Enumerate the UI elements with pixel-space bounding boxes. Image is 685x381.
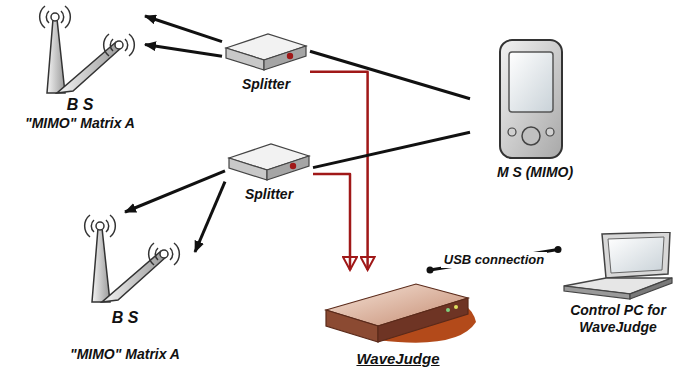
base-station-icon [60,212,190,307]
monitor-arrow [310,72,368,270]
connector-dot [427,267,434,274]
connector-dot [555,246,562,253]
cable-line [310,51,470,99]
splitter-icon [225,142,313,184]
cable-line [145,45,222,57]
control-pc-icon [558,232,678,300]
cable-line [145,16,222,42]
connection-label: USB connection [441,252,547,268]
device-label: "MIMO" Matrix A [55,346,195,363]
cable-line [195,182,225,252]
splitter: Splitter [222,32,310,96]
base-station-icon [15,3,145,98]
control-pc: Control PC for WaveJudge [558,232,678,342]
splitter-icon [222,32,310,74]
cable-line [125,171,225,212]
monitor-arrow [313,174,350,270]
base-station: B S"MIMO" Matrix A [15,3,145,133]
mobile-station-icon [470,38,600,160]
cable-line [430,250,558,270]
device-label: WaveJudge [318,350,478,368]
device-label: Splitter [222,76,310,93]
cable-line [313,132,470,167]
device-label: "MIMO" Matrix A [15,115,145,132]
device-label: Splitter [225,186,313,203]
device-label: M S (MIMO) [470,164,600,181]
mobile-station: M S (MIMO) [470,38,600,190]
wavejudge-analyzer: WaveJudge [318,270,478,378]
device-label: B S [55,308,195,327]
device-label: Control PC for WaveJudge [558,302,678,336]
wavejudge-analyzer-icon [318,270,478,348]
base-station: B S "MIMO" Matrix A [55,212,195,372]
device-label: B S [15,95,145,114]
splitter: Splitter [225,142,313,206]
